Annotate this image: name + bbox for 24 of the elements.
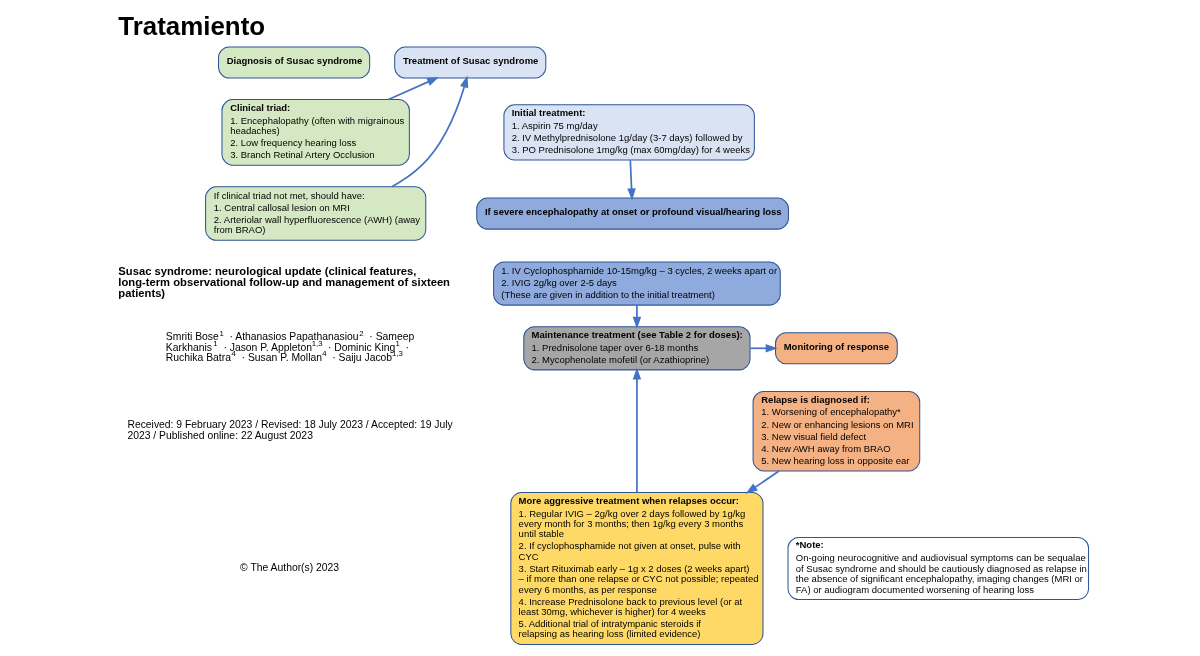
node-box: Initial treatment: 1. Aspirin 75 mg/day 2. IV Methylprednisolone 1g/day (3-7 days) followed by 3. PO Prednisolone 1mg/kg (max 60mg/day) for 4 weeks xyxy=(503,104,755,161)
node-box: Maintenance treatment (see Table 2 for doses): 1. Prednisolone taper over 6-18 months 2. Mycophenolate mofetil (or Azathioprine) xyxy=(523,326,751,371)
node-box: Treatment of Susac syndrome xyxy=(394,46,547,79)
node-box: Diagnosis of Susac syndrome xyxy=(218,46,371,79)
node-box: Relapse is diagnosed if: 1. Worsening of encephalopathy* 2. New or enhancing lesions on MRI 3. New visual field defect 4. New AWH away from BRAO 5. New hearing loss in opposite ear xyxy=(752,390,921,472)
arrow xyxy=(627,159,636,201)
arrow xyxy=(749,344,778,353)
arrow xyxy=(391,75,469,188)
node-box: If clinical triad not met, should have: 1. Central callosal lesion on MRI 2. Arteriolar wall hyperfluorescence (AWH) (away from BRAO) xyxy=(205,186,427,241)
node-box: More aggressive treatment when relapses occur: 1. Regular IVIG – 2g/kg over 2 days followed by 1g/kg every month for 3 months; then 1g/kg every 3 months until stable 2. If cyclophosphamide not given at onset, pulse with CYC 3. Start Rituximab early – 1g x 2 doses (2 weeks apart) – if more than one relapse or CYC not possible; repeated every 6 months, as per response 4. Increase Prednisolone back to previous level (or at least 30mg, whichever is higher) for 4 weeks 5. Additional trial of intratympanic steroids if relapsing as hearing loss (limited evidence) xyxy=(510,492,764,645)
arrow xyxy=(745,470,780,494)
node-box: Clinical triad: 1. Encephalopathy (often with migrainous headaches) 2. Low frequency hearing loss 3. Branch Retinal Artery Occlusion xyxy=(221,99,410,166)
label: Susac syndrome: neurological update (clinical features, long-term observational follow-up and management of sixteen patients) xyxy=(118,264,450,300)
node-box: Monitoring of response xyxy=(775,332,898,365)
node-box: If severe encephalopathy at onset or profound visual/hearing loss xyxy=(476,197,789,230)
arrow xyxy=(387,77,440,101)
arrow xyxy=(632,367,642,494)
label: Smriti Bose$^{1}$ · Athanasios Papathanasiou$^{2}$ · Sameep Karkhanis$^{1}$ · Jason P. Appleton$^{1,3}$ · Dominic King$^{1}$ · Ruchika Batra$^{4}$ · Susan P. Mollan$^{4}$ · Saiju Jacob$^{1,3}$ xyxy=(165,328,415,363)
node-box: 1. IV Cyclophosphamide 10-15mg/kg – 3 cycles, 2 weeks apart or 2. IVIG 2g/kg over 2-5 days (These are given in addition to the initial treatment) xyxy=(493,261,781,306)
label: © The Author(s) 2023 xyxy=(240,562,340,574)
diagram-title: Tratamiento xyxy=(118,11,266,40)
node-box: *Note: On-going neurocognitive and audiovisual symptoms can be sequalae of Susac syndrome and should be cautiously diagnosed as relapse in the absence of significant encephalopathy, imaging changes (MRI or FA) or audiogram documented worsening of hearing loss xyxy=(787,536,1090,601)
label: Received: 9 February 2023 / Revised: 18 July 2023 / Accepted: 19 July 2023 / Published online: 22 August 2023 xyxy=(127,419,453,442)
arrow xyxy=(632,304,642,329)
